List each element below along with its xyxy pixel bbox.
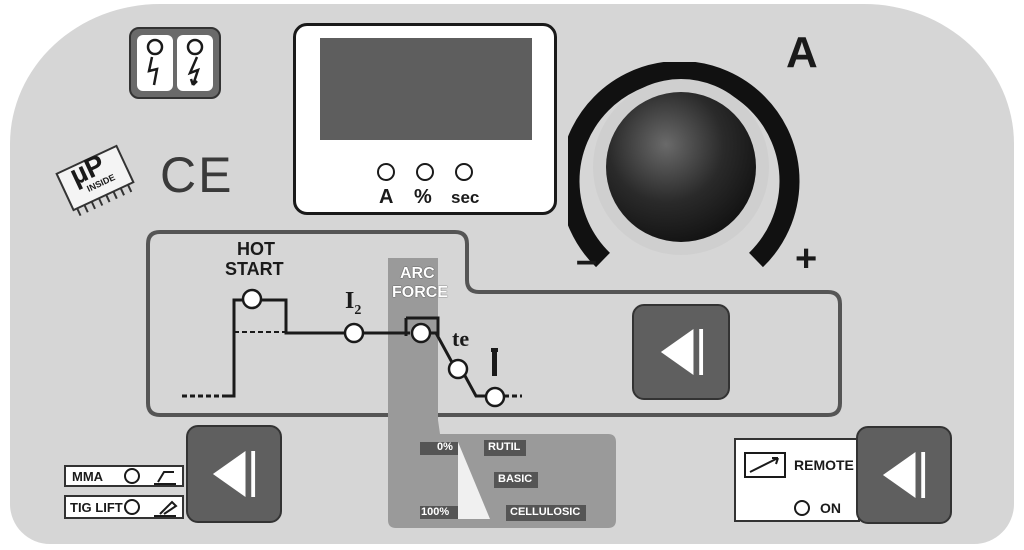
tig-lift-led — [124, 499, 140, 515]
remote-led — [794, 500, 810, 516]
electrode-0-percent: 0% — [437, 441, 453, 453]
remote-box: REMOTE ON — [734, 438, 860, 522]
sec-unit-label: sec — [451, 188, 480, 207]
up-inside-logo: µP INSIDE — [48, 138, 143, 218]
digital-display — [320, 38, 532, 140]
ce-mark: CE — [160, 147, 234, 203]
fault-indicator — [177, 35, 213, 91]
amp-led — [377, 163, 395, 181]
mains-indicator — [137, 35, 173, 91]
remote-control-icon — [744, 452, 786, 478]
knob-unit-label: A — [786, 28, 818, 77]
torch-icon — [491, 348, 498, 376]
mma-led — [124, 468, 140, 484]
alarm-lightning-icon — [186, 38, 204, 86]
i2-led — [343, 322, 365, 344]
hot-start-label-2: START — [225, 259, 284, 279]
knob-max-label: + — [795, 238, 818, 280]
remote-label: REMOTE — [794, 457, 854, 473]
left-arrow-icon — [882, 452, 926, 498]
remote-on-label: ON — [820, 500, 841, 516]
percent-led — [416, 163, 434, 181]
hot-start-label-1: HOT — [237, 239, 275, 259]
electrode-cellulosic-label: CELLULOSIC — [510, 506, 581, 518]
mains-lightning-icon — [146, 38, 164, 86]
current-knob[interactable] — [568, 62, 802, 272]
te-label: te — [452, 326, 470, 351]
arc-force-led — [410, 322, 432, 344]
left-arrow-icon — [660, 329, 704, 375]
tig-lift-label: TIG LIFT — [70, 500, 123, 515]
te-led — [447, 358, 469, 380]
electrode-holder-icon — [154, 471, 176, 485]
percent-unit-label: % — [414, 186, 432, 208]
amp-unit-label: A — [379, 186, 394, 208]
mode-select-button[interactable] — [186, 425, 282, 523]
mma-label: MMA — [72, 469, 104, 484]
mode-tig-lift-row: TIG LIFT — [64, 495, 184, 519]
end-led — [484, 386, 506, 408]
mode-mma-row: MMA — [64, 465, 184, 487]
parameter-select-button[interactable] — [632, 304, 730, 400]
arc-force-label-2: FORCE — [392, 284, 448, 301]
remote-select-button[interactable] — [856, 426, 952, 524]
knob-min-label: – — [576, 240, 598, 282]
arc-force-zone — [388, 258, 438, 428]
tig-torch-icon — [154, 500, 178, 517]
i2-label: I2 — [345, 288, 362, 318]
electrode-rutil-label: RUTIL — [488, 441, 521, 453]
power-indicator-box — [129, 27, 221, 99]
hot-start-led — [241, 288, 263, 310]
electrode-basic-label: BASIC — [498, 473, 533, 485]
arc-force-label-1: ARC — [400, 265, 435, 282]
left-arrow-icon — [212, 451, 256, 497]
electrode-100-percent: 100% — [421, 506, 450, 518]
sec-led — [455, 163, 473, 181]
